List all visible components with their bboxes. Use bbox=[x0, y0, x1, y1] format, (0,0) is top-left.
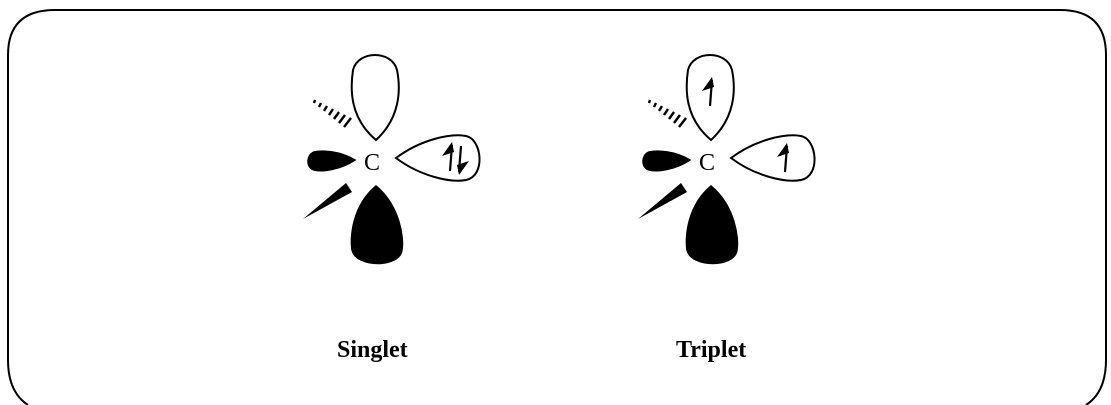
singlet-p-orbital-top bbox=[350, 54, 400, 142]
singlet-sp2-backlobe bbox=[307, 150, 357, 172]
singlet-hashed-bond bbox=[312, 99, 352, 128]
singlet-structure: C Singlet bbox=[303, 54, 481, 363]
triplet-p-electron bbox=[702, 77, 714, 107]
singlet-sp2-orbital bbox=[394, 134, 481, 182]
frame-border bbox=[7, 9, 1107, 405]
triplet-hashed-bond bbox=[647, 99, 687, 128]
singlet-atom-label: C bbox=[364, 150, 380, 176]
triplet-p-orbital-bottom bbox=[685, 185, 739, 265]
triplet-label: Triplet bbox=[676, 337, 746, 363]
triplet-structure: C Triplet bbox=[638, 54, 816, 363]
singlet-wedge-bond bbox=[303, 183, 352, 219]
triplet-sp2-backlobe bbox=[642, 150, 692, 172]
triplet-wedge-bond bbox=[638, 183, 687, 219]
singlet-p-orbital-bottom bbox=[350, 185, 404, 265]
singlet-paired-electrons bbox=[442, 142, 469, 175]
triplet-sp2-orbital bbox=[729, 134, 816, 182]
singlet-label: Singlet bbox=[337, 337, 408, 363]
triplet-sp2-electron bbox=[777, 143, 789, 173]
triplet-atom-label: C bbox=[699, 150, 715, 176]
